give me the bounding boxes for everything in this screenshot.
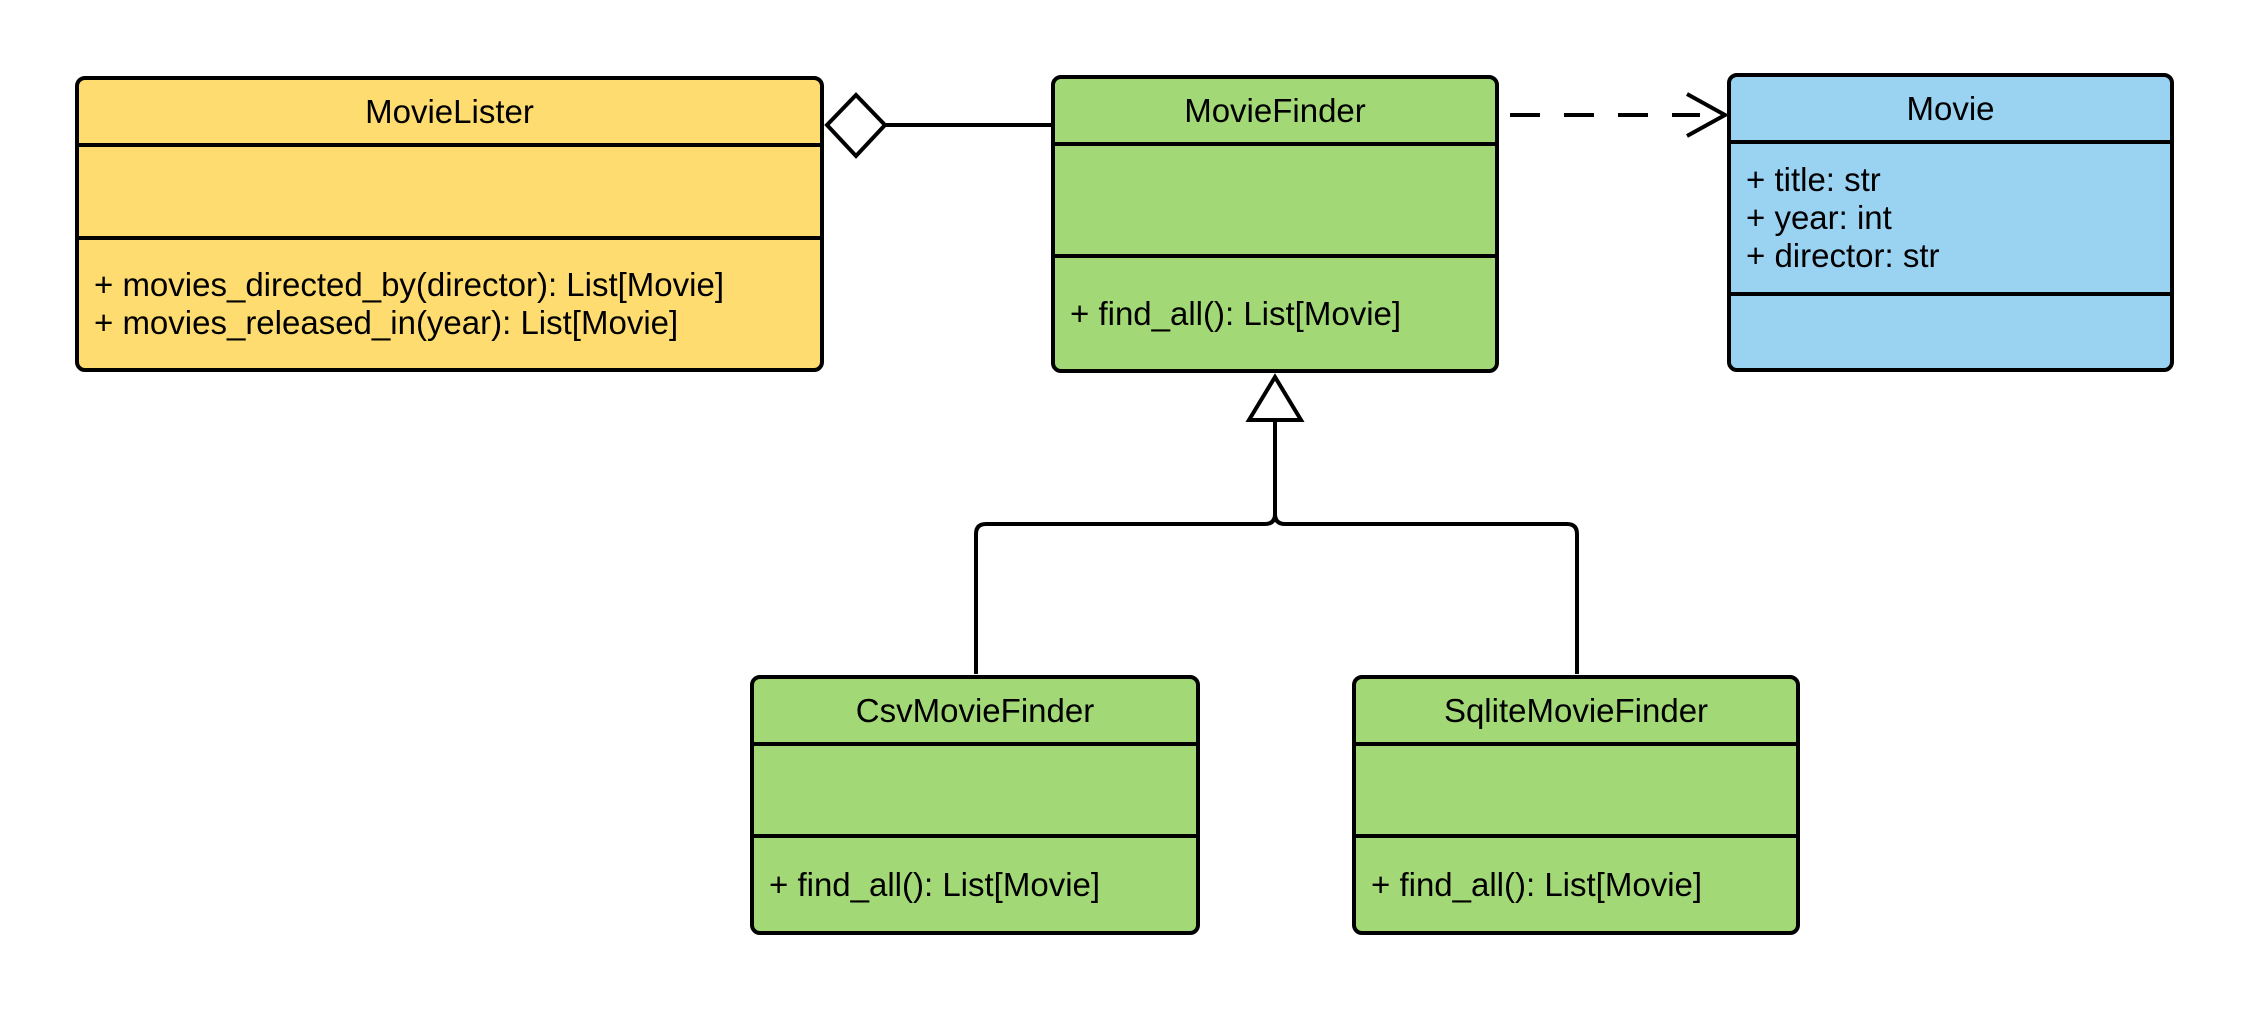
methods-compartment-movielister: + movies_directed_by(director): List[Mov… [79,236,820,368]
class-box-movielister[interactable]: MovieLister + movies_directed_by(directo… [75,76,824,372]
generalization-connector-subclasses-moviefinder[interactable] [974,373,1579,674]
methods-compartment-moviefinder: + find_all(): List[Movie] [1055,254,1495,369]
method-item: + find_all(): List[Movie] [769,865,1101,903]
attribute-item: + director: str [1746,237,1940,274]
attribute-item: + title: str [1746,161,1881,198]
method-item: + movies_directed_by(director): List[Mov… [94,266,724,303]
method-item: + movies_released_in(year): List[Movie] [94,304,679,341]
generalization-branch-right [1273,420,1579,674]
methods-compartment-csvmoviefinder: + find_all(): List[Movie] [754,834,1196,931]
attributes-compartment-csvmoviefinder [754,742,1196,834]
class-box-moviefinder[interactable]: MovieFinder + find_all(): List[Movie] [1051,75,1499,373]
attributes-compartment-moviefinder [1055,142,1495,254]
generalization-branch-left [974,420,1277,674]
attributes-compartment-sqlitemoviefinder [1356,742,1796,834]
aggregation-connector-movielister-moviefinder[interactable] [824,92,1053,159]
class-box-movie[interactable]: Movie + title: str + year: int + directo… [1727,73,2174,372]
dependency-connector-moviefinder-movie[interactable] [1510,92,1730,138]
methods-compartment-movie [1731,292,2170,368]
method-item: + find_all(): List[Movie] [1070,294,1402,332]
class-box-csvmoviefinder[interactable]: CsvMovieFinder + find_all(): List[Movie] [750,675,1200,935]
dependency-arrowhead-icon [1686,92,1730,138]
class-title-sqlitemoviefinder: SqliteMovieFinder [1443,691,1709,729]
class-title-movielister: MovieLister [365,92,534,130]
aggregation-diamond-icon [824,92,888,159]
methods-compartment-sqlitemoviefinder: + find_all(): List[Movie] [1356,834,1796,931]
inheritance-triangle-icon [1245,373,1305,422]
class-title-csvmoviefinder: CsvMovieFinder [855,691,1095,729]
class-title-moviefinder: MovieFinder [1184,91,1366,129]
attributes-compartment-movielister [79,143,820,236]
method-item: + find_all(): List[Movie] [1371,865,1703,903]
attribute-item: + year: int [1746,199,1892,236]
class-box-sqlitemoviefinder[interactable]: SqliteMovieFinder + find_all(): List[Mov… [1352,675,1800,935]
class-title-movie: Movie [1906,89,1995,127]
attributes-compartment-movie: + title: str + year: int + director: str [1731,140,2170,292]
